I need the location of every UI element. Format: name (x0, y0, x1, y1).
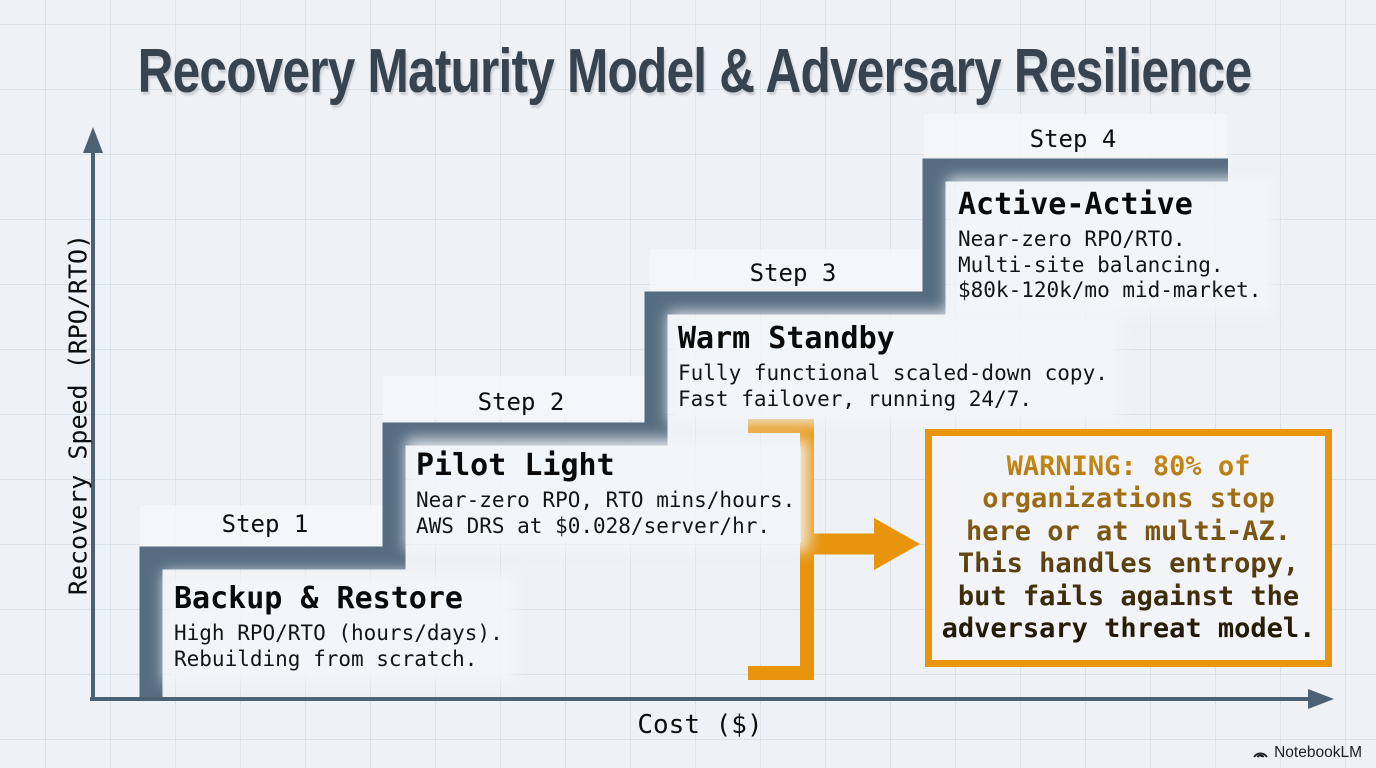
step4-label-band (924, 114, 1227, 157)
x-axis-label: Cost ($) (637, 710, 763, 740)
step3-label-band (650, 249, 934, 291)
step-2-name: Pilot Light (416, 448, 615, 483)
step-4-label: Step 4 (1029, 125, 1117, 153)
bracket-shape (748, 419, 814, 680)
y-axis-label: Recovery Speed (RPO/RTO) (63, 233, 93, 596)
step1-label-band (140, 505, 383, 548)
warning-callout-box: WARNING: 80% of organizations stop here … (925, 429, 1332, 667)
step-1-description: High RPO/RTO (hours/days). Rebuilding fr… (174, 621, 503, 671)
step-1-name: Backup & Restore (174, 581, 463, 616)
step-3-name: Warm Standby (678, 321, 895, 356)
step-2-description: Near-zero RPO, RTO mins/hours. AWS DRS a… (416, 488, 796, 538)
step-4-description: Near-zero RPO/RTO. Multi-site balancing.… (958, 227, 1262, 302)
y-axis-arrowhead-icon (83, 127, 103, 153)
staircase-path (139, 158, 1228, 700)
warning-arrow-head-icon (874, 518, 920, 570)
step-2-label: Step 2 (477, 388, 565, 416)
step2-label-band (383, 376, 656, 420)
notebooklm-logo-icon (1253, 752, 1268, 758)
step-4-name: Active-Active (958, 187, 1193, 222)
step-3-description: Fully functional scaled-down copy. Fast … (678, 361, 1108, 411)
warning-text: WARNING: 80% of organizations stop here … (941, 450, 1316, 645)
step-2-info: Pilot Light Near-zero RPO, RTO mins/hour… (414, 447, 802, 543)
step-3-label: Step 3 (749, 259, 837, 287)
step-4-info: Active-Active Near-zero RPO/RTO. Multi-s… (956, 186, 1268, 308)
step-1-info: Backup & Restore High RPO/RTO (hours/day… (172, 580, 509, 676)
page-title: Recovery Maturity Model & Adversary Resi… (137, 37, 1252, 106)
watermark-label: NotebookLM (1274, 744, 1362, 761)
step-3-info: Warm Standby Fully functional scaled-dow… (676, 320, 1114, 416)
x-axis-arrowhead-icon (1308, 689, 1334, 709)
step-1-label: Step 1 (221, 510, 309, 538)
notebooklm-watermark: NotebookLM (1252, 744, 1362, 762)
